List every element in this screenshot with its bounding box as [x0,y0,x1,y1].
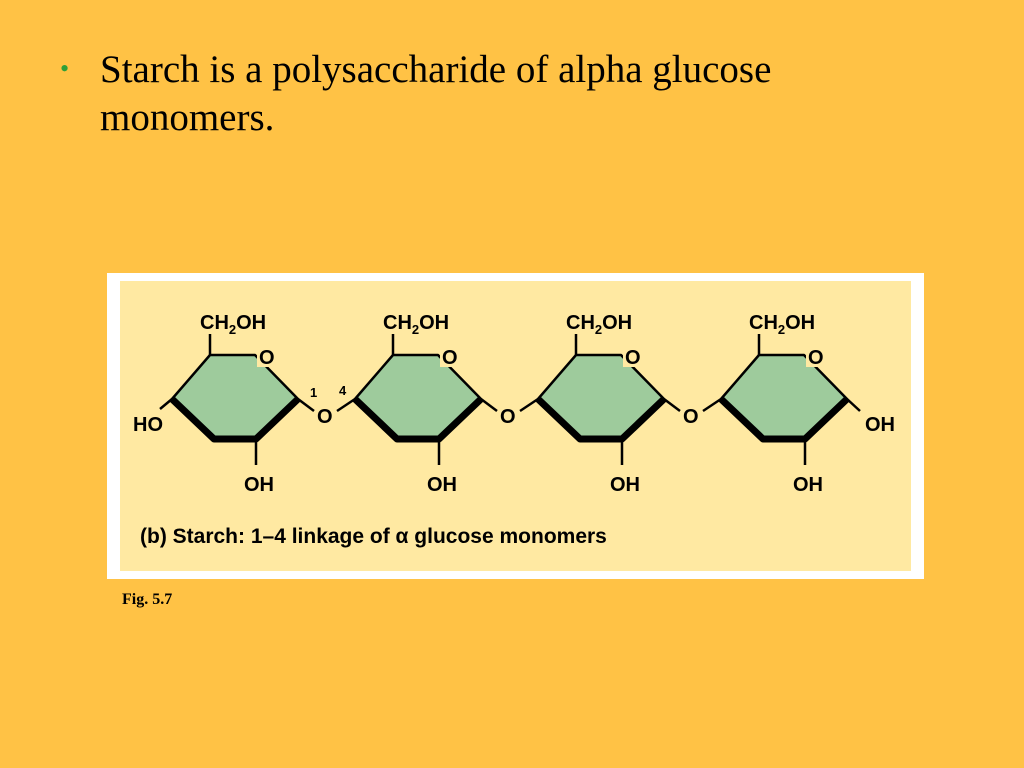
hydroxyl-label: OH [244,474,274,496]
ring-oxygen: O [625,347,641,369]
ring-body [170,353,300,441]
glycosidic-bond-1: O [297,397,356,428]
ring-oxygen: O [442,347,458,369]
bullet-text: Starch is a polysaccharide of alpha gluc… [100,48,772,139]
hydroxyl-label: OH [793,474,823,496]
ch2oh-label: CH2OH [566,312,632,337]
ch2oh-label: CH2OH [200,312,266,337]
ring-front-edge [718,396,850,443]
ring-body [719,353,849,441]
ch2oh-label: CH2OH [749,312,815,337]
ring-front-edge [352,396,484,443]
ch2oh-label: CH2OH [383,312,449,337]
ring-oxygen: O [808,347,824,369]
ring-body [536,353,666,441]
bullet-item: • Starch is a polysaccharide of alpha gl… [60,46,920,142]
glycosidic-bond-2: O [480,397,539,428]
ring-body [353,353,483,441]
glycosidic-bond-3: O [663,397,722,428]
bridge-oxygen: O [317,406,333,428]
glucose-ring-3: O CH2OH OH [535,312,667,496]
ring-front-edge [535,396,667,443]
bridge-oxygen: O [683,406,699,428]
ring-oxygen-bg [440,343,464,367]
glucose-ring-4: O CH2OH OH [718,312,850,496]
right-end-bond [846,398,861,412]
carbon-1-label: 1 [310,385,317,400]
ring-oxygen-bg [806,343,830,367]
hydroxyl-label: OH [610,474,640,496]
ring-oxygen-bg [257,343,281,367]
left-end-ho: HO [133,414,163,436]
ring-oxygen: O [259,347,275,369]
glucose-ring-2: O CH2OH OH [352,312,484,496]
carbon-4-label: 4 [339,383,347,398]
left-end-bond [159,398,173,410]
ring-oxygen-bg [623,343,647,367]
hydroxyl-label: OH [427,474,457,496]
figure-caption: (b) Starch: 1–4 linkage of α glucose mon… [140,525,607,548]
ring-front-edge [169,396,301,443]
glucose-ring-1: O CH2OH OH [169,312,301,496]
bullet-dot: • [60,54,70,83]
right-end-oh: OH [865,414,895,436]
fig-label: Fig. 5.7 [122,591,173,608]
bridge-oxygen: O [500,406,516,428]
